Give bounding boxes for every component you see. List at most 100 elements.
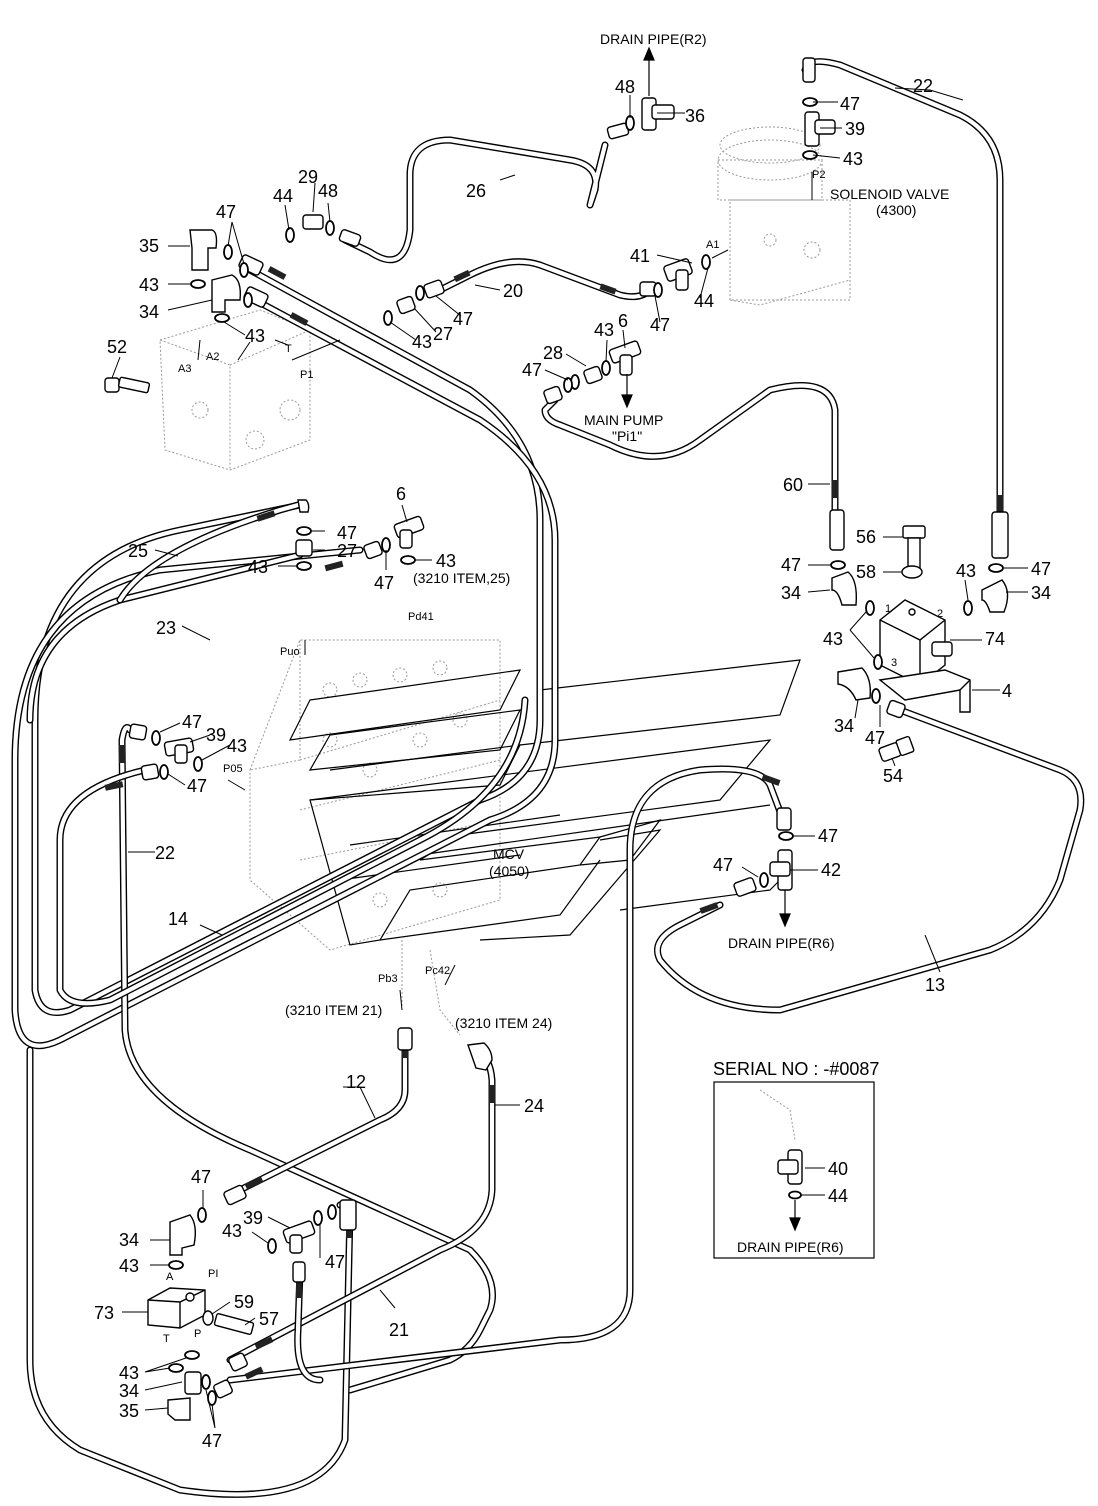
main-pump-port: "Pi1" (612, 428, 642, 444)
adapter-47-pipe-end (292, 1261, 306, 1283)
item25-ref: (3210 ITEM,25) (413, 570, 510, 586)
o-ring (988, 563, 1004, 573)
elbow-fitting-34-top (211, 254, 269, 313)
port-label: Puo (280, 646, 300, 658)
callout-number: 6 (396, 484, 406, 504)
elbow-fitting-34-block-right (981, 579, 1009, 613)
o-ring (601, 360, 611, 376)
port-label: A2 (206, 351, 219, 363)
callout-number: 13 (925, 975, 945, 995)
callout-number: 34 (139, 302, 159, 322)
o-ring (223, 244, 233, 260)
callout-number: 43 (119, 1363, 139, 1383)
callout-number: 43 (436, 551, 456, 571)
callout-number: 40 (828, 1159, 848, 1179)
callout-number: 14 (168, 909, 188, 929)
leader-lines (111, 87, 1028, 1429)
callout-number: 47 (1031, 559, 1051, 579)
hose-end-24 (467, 1042, 493, 1071)
callout-number: 43 (119, 1256, 139, 1276)
mcv-label: MCV (493, 846, 525, 862)
o-ring (201, 1374, 211, 1390)
port-label: P2 (812, 169, 825, 181)
o-ring (285, 227, 295, 243)
callout-number: 34 (1031, 583, 1051, 603)
o-ring (193, 756, 203, 772)
inset-drain-pipe-label: DRAIN PIPE(R6) (737, 1239, 844, 1255)
port-label: P05 (223, 763, 243, 775)
callout-number: 44 (694, 291, 714, 311)
callout-number: 47 (337, 523, 357, 543)
bracket-4 (878, 669, 971, 713)
valve-block-74 (879, 599, 953, 686)
callout-number: 23 (156, 618, 176, 638)
elbow-fitting-34-block-left (831, 571, 858, 606)
front-direction-arrow (288, 659, 801, 946)
callout-number: 47 (216, 202, 236, 222)
tee-fitting-36 (606, 97, 675, 140)
tee-fitting-42 (733, 807, 793, 897)
port-label: Pb3 (378, 973, 398, 985)
hose-end-22 (991, 511, 1009, 559)
callout-number: 22 (913, 76, 933, 96)
callout-number: 43 (843, 149, 863, 169)
port-label: 2 (937, 608, 943, 620)
callout-number: 73 (94, 1303, 114, 1323)
callout-number: 47 (325, 1252, 345, 1272)
bolt-56 (902, 525, 926, 571)
callout-number: 43 (245, 326, 265, 346)
port-label: 3 (891, 657, 897, 669)
port-label: T (163, 1333, 170, 1345)
callout-number: 29 (298, 167, 318, 187)
callout-number: 47 (374, 573, 394, 593)
port-label: P (194, 1328, 201, 1340)
upper-valve-block (159, 309, 311, 471)
o-ring (327, 1204, 337, 1220)
callout-number: 25 (128, 541, 148, 561)
adapter-47-bottom-b (213, 1379, 233, 1399)
callout-number: 43 (222, 1221, 242, 1241)
callout-number: 27 (337, 541, 357, 561)
solenoid-valve-code: (4300) (876, 202, 916, 218)
callout-number: 47 (650, 315, 670, 335)
callout-number: 39 (845, 119, 865, 139)
adapter-34-bottom-left (184, 1371, 202, 1395)
o-ring (159, 764, 169, 780)
elbow-fitting-34-bottom (169, 1214, 197, 1256)
callout-number: 26 (466, 181, 486, 201)
elbow-fitting-34-block-bottom (837, 667, 872, 701)
elbow-fitting-35-top (189, 229, 218, 271)
o-ring (873, 654, 883, 670)
o-ring (400, 555, 416, 565)
callout-number: 48 (318, 181, 338, 201)
callout-number: 34 (834, 716, 854, 736)
washer-59 (202, 1310, 214, 1326)
hose-sleeves (104, 266, 1003, 1380)
ghost-components (159, 126, 851, 1141)
port-label: P1 (300, 369, 313, 381)
plug-54 (878, 735, 915, 762)
callout-number: 22 (155, 843, 175, 863)
port-label: Pd41 (408, 611, 434, 623)
drain-pipe-r6-label: DRAIN PIPE(R6) (728, 935, 835, 951)
adapter-27-upper (396, 295, 416, 315)
callout-number: 42 (821, 860, 841, 880)
tee-fitting-6-mid (363, 515, 425, 560)
hose-end-12 (397, 1027, 413, 1051)
callout-number: 12 (346, 1072, 366, 1092)
o-ring (267, 1238, 277, 1254)
callout-number: 41 (630, 246, 650, 266)
text-labels: DRAIN PIPE(R2) SOLENOID VALVE (4300) MAI… (163, 31, 949, 1345)
callout-number: 20 (503, 281, 523, 301)
inset-ghost-pipe (759, 1089, 796, 1141)
o-ring (168, 1260, 184, 1270)
bolt-52 (104, 376, 151, 394)
callout-number: 44 (828, 1186, 848, 1206)
pc42-stub (429, 949, 461, 1036)
o-ring (865, 600, 875, 616)
fittings (104, 57, 1009, 1421)
o-ring (778, 831, 794, 841)
port-label: PI (208, 1268, 218, 1280)
callout-number: 54 (883, 766, 903, 786)
